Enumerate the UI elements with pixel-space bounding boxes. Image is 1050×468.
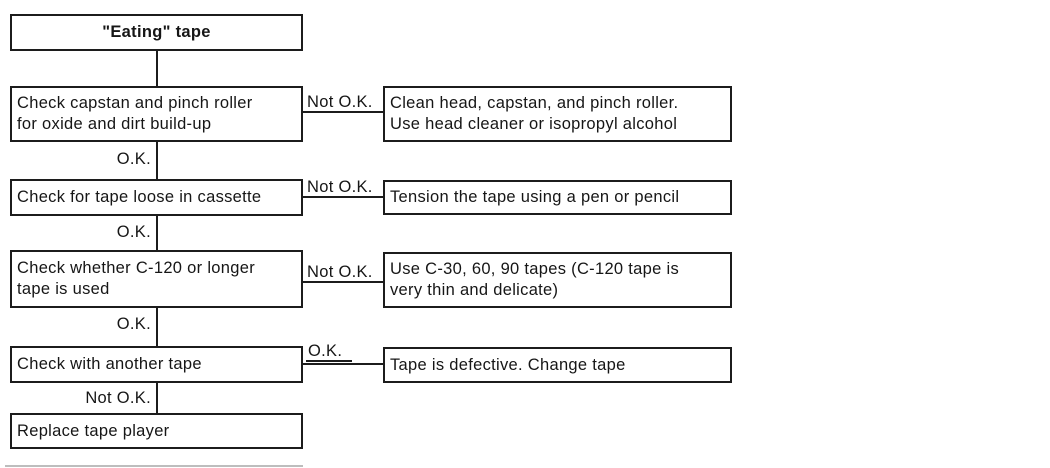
- connector-down-4: [156, 382, 158, 413]
- scan-artifact-line: [5, 465, 303, 467]
- connector-down-1: [156, 141, 158, 179]
- node-check-another-tape: Check with another tape: [10, 346, 303, 383]
- label-branch-2: Not O.K.: [305, 179, 383, 198]
- connector-down-3: [156, 306, 158, 346]
- node-action-tension-tape: Tension the tape using a pen or pencil: [383, 180, 732, 215]
- connector-down-start: [156, 50, 158, 86]
- label-branch-1: Not O.K.: [305, 94, 383, 113]
- node-start-eating-tape: "Eating" tape: [10, 14, 303, 51]
- label-down-2: O.K.: [116, 223, 151, 241]
- node-action-clean-head: Clean head, capstan, and pinch roller. U…: [383, 86, 732, 142]
- label-down-4: Not O.K.: [85, 389, 151, 407]
- label-branch-4: O.K.: [306, 343, 352, 362]
- label-branch-3: Not O.K.: [305, 264, 383, 283]
- node-check-tape-loose: Check for tape loose in cassette: [10, 179, 303, 216]
- connector-branch-4: [303, 363, 383, 365]
- node-check-c120: Check whether C-120 or longer tape is us…: [10, 250, 303, 308]
- connector-down-2: [156, 215, 158, 250]
- node-replace-tape-player: Replace tape player: [10, 413, 303, 449]
- node-check-capstan-pinch-roller: Check capstan and pinch roller for oxide…: [10, 86, 303, 142]
- label-down-1: O.K.: [116, 150, 151, 168]
- label-down-3: O.K.: [116, 315, 151, 333]
- node-action-use-c30-60-90: Use C-30, 60, 90 tapes (C-120 tape is ve…: [383, 252, 732, 308]
- node-action-tape-defective: Tape is defective. Change tape: [383, 347, 732, 383]
